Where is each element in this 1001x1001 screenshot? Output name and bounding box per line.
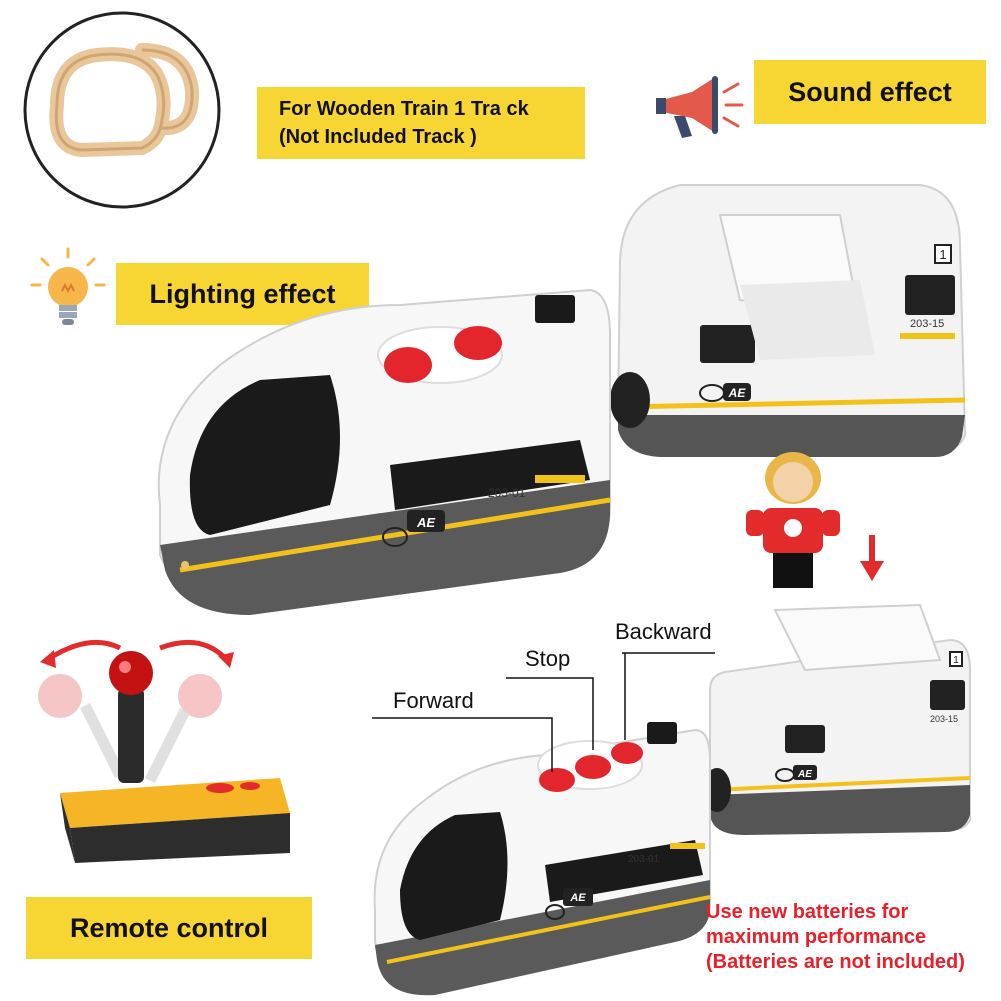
train-illustration-large: 1 203-15 AE 203-01 AE bbox=[157, 184, 967, 615]
battery-warning-line2: maximum performance bbox=[706, 926, 927, 948]
car-index-small: 1 bbox=[953, 655, 959, 666]
car-logo-large: AE bbox=[728, 386, 747, 400]
engine-number-small: 203-01 bbox=[628, 854, 660, 865]
megaphone-icon bbox=[656, 76, 744, 138]
forward-button-label: Forward bbox=[393, 688, 474, 713]
remote-control-label: Remote control bbox=[26, 897, 312, 959]
train-illustration-small: 1 203-15 AE 203-01 AE bbox=[373, 603, 971, 996]
remote-control-illustration bbox=[38, 639, 290, 863]
arrow-down-icon bbox=[860, 535, 884, 581]
stop-button-label: Stop bbox=[525, 646, 571, 671]
battery-warning-line1: Use new batteries for bbox=[706, 901, 909, 923]
passenger-car-small: 1 203-15 AE bbox=[703, 603, 971, 835]
engine-logo-large: AE bbox=[416, 515, 435, 530]
engine-logo-small: AE bbox=[569, 892, 586, 904]
locomotive-small: 203-01 AE bbox=[373, 722, 711, 996]
track-note-label: For Wooden Train 1 Tra ck (Not Included … bbox=[257, 87, 585, 159]
backward-button-label: Backward bbox=[615, 619, 712, 644]
track-note-line2: (Not Included Track ) bbox=[279, 126, 477, 148]
track-note-line1: For Wooden Train 1 Tra ck bbox=[279, 98, 529, 120]
car-index-large: 1 bbox=[939, 247, 946, 262]
lightbulb-icon bbox=[30, 247, 106, 325]
toy-figure-illustration bbox=[746, 452, 840, 588]
passenger-car-large: 1 203-15 AE bbox=[610, 184, 967, 457]
sound-effect-label: Sound effect bbox=[754, 60, 986, 124]
battery-warning: Use new batteries for maximum performanc… bbox=[706, 900, 965, 975]
engine-number-large: 203-01 bbox=[488, 486, 526, 500]
track-circle-illustration bbox=[23, 11, 221, 209]
battery-warning-line3: (Batteries are not included) bbox=[706, 951, 965, 973]
car-number-small: 203-15 bbox=[930, 714, 958, 724]
car-number-large: 203-15 bbox=[910, 318, 944, 330]
locomotive-large: 203-01 AE bbox=[157, 288, 611, 615]
car-logo-small: AE bbox=[797, 769, 812, 780]
